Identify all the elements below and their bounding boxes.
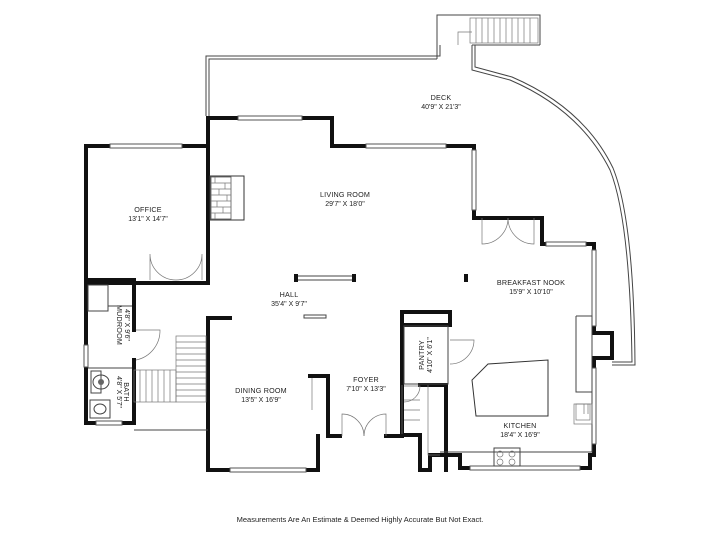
svg-text:OFFICE: OFFICE [134, 205, 162, 214]
kitchen-island [471, 359, 549, 417]
fireplace [209, 175, 245, 221]
deck-outline [205, 14, 636, 366]
svg-text:29'7" X 18'0": 29'7" X 18'0" [325, 201, 365, 208]
toilet-icon [90, 370, 110, 394]
doors [135, 217, 535, 437]
fridge-icon [573, 403, 593, 425]
room-label-deck: DECK 40'9" X 21'3" [421, 93, 461, 111]
svg-text:4'10" X 6'1": 4'10" X 6'1" [427, 337, 434, 373]
disclaimer-note: Measurements Are An Estimate & Deemed Hi… [236, 515, 484, 524]
sink-icon [89, 399, 111, 419]
svg-text:KITCHEN: KITCHEN [504, 421, 537, 430]
room-label-pantry: PANTRY 4'10" X 6'1" [417, 337, 434, 373]
room-label-hall: HALL 35'4" X 9'7" [271, 290, 307, 308]
svg-text:15'9" X 10'10": 15'9" X 10'10" [509, 289, 553, 296]
svg-text:DINING ROOM: DINING ROOM [235, 386, 287, 395]
svg-text:4'8" X 9'6": 4'8" X 9'6" [123, 309, 130, 341]
interior-details [87, 275, 449, 456]
svg-text:LIVING ROOM: LIVING ROOM [320, 190, 370, 199]
markers [294, 274, 468, 282]
svg-text:BATH: BATH [122, 382, 131, 401]
stove-icon [493, 447, 521, 467]
svg-text:13'5" X 16'9": 13'5" X 16'9" [241, 397, 281, 404]
room-label-dining: DINING ROOM 13'5" X 16'9" [235, 386, 287, 404]
svg-text:7'10" X 13'3": 7'10" X 13'3" [346, 386, 386, 393]
svg-text:13'1" X 14'7": 13'1" X 14'7" [128, 216, 168, 223]
deck-stairs [457, 17, 539, 45]
svg-text:4'8" X 5'7": 4'8" X 5'7" [115, 376, 122, 408]
room-label-office: OFFICE 13'1" X 14'7" [128, 205, 168, 223]
room-label-mudroom: MUDROOM 4'8" X 9'6" [115, 305, 130, 345]
svg-text:HALL: HALL [280, 290, 299, 299]
svg-text:35'4" X 9'7": 35'4" X 9'7" [271, 301, 307, 308]
svg-text:BREAKFAST NOOK: BREAKFAST NOOK [497, 278, 565, 287]
svg-text:MUDROOM: MUDROOM [115, 305, 124, 345]
svg-text:FOYER: FOYER [353, 375, 379, 384]
svg-text:PANTRY: PANTRY [417, 340, 426, 370]
room-label-living: LIVING ROOM 29'7" X 18'0" [320, 190, 370, 208]
svg-text:40'9" X 21'3": 40'9" X 21'3" [421, 104, 461, 111]
interior-stairs [133, 335, 208, 431]
room-label-foyer: FOYER 7'10" X 13'3" [346, 375, 386, 393]
svg-text:DECK: DECK [431, 93, 452, 102]
svg-text:18'4" X 16'9": 18'4" X 16'9" [500, 432, 540, 439]
room-label-bath: BATH 4'8" X 5'7" [115, 376, 131, 408]
room-label-breakfast: BREAKFAST NOOK 15'9" X 10'10" [497, 278, 565, 296]
room-label-kitchen: KITCHEN 18'4" X 16'9" [500, 421, 540, 439]
